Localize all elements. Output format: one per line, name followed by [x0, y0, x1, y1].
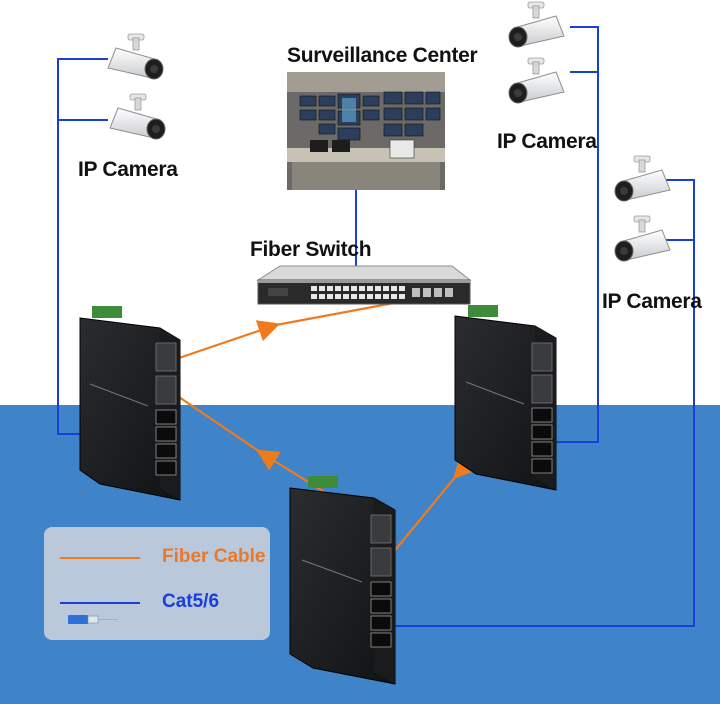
- fiber-switch-label: Fiber Switch: [250, 238, 372, 261]
- camera-left-2: [109, 93, 166, 140]
- legend: Fiber Cable Cat5/6: [44, 527, 270, 640]
- industrial-switch-left: [79, 306, 181, 501]
- rj45-connector-icon: [68, 615, 118, 624]
- top-right-cameras-to-right-switch-link: [542, 26, 599, 443]
- fiber-cable-legend-label: Fiber Cable: [162, 546, 266, 567]
- ip-camera-label-right: IP Camera: [602, 290, 702, 313]
- industrial-switch-bottom: [289, 476, 396, 685]
- industrial-switch-right: [454, 305, 557, 491]
- camera-right-2: [614, 215, 671, 262]
- camera-right-1: [614, 155, 671, 202]
- fiber-switch-device: [256, 265, 472, 305]
- ip-camera-label-top-right: IP Camera: [497, 130, 597, 153]
- camera-top-right-1: [508, 1, 565, 48]
- cat56-legend-label: Cat5/6: [162, 591, 220, 612]
- camera-left-1: [107, 33, 164, 80]
- surveillance-center-image: [287, 72, 445, 190]
- right-cameras-to-bottom-switch-link: [380, 179, 695, 627]
- ip-camera-label-left: IP Camera: [78, 158, 178, 181]
- fiber-left-switch-to-fiber-switch: [175, 320, 281, 361]
- camera-top-right-2: [508, 57, 565, 104]
- legend-swatches: [60, 557, 140, 624]
- surveillance-center-label: Surveillance Center: [287, 44, 478, 67]
